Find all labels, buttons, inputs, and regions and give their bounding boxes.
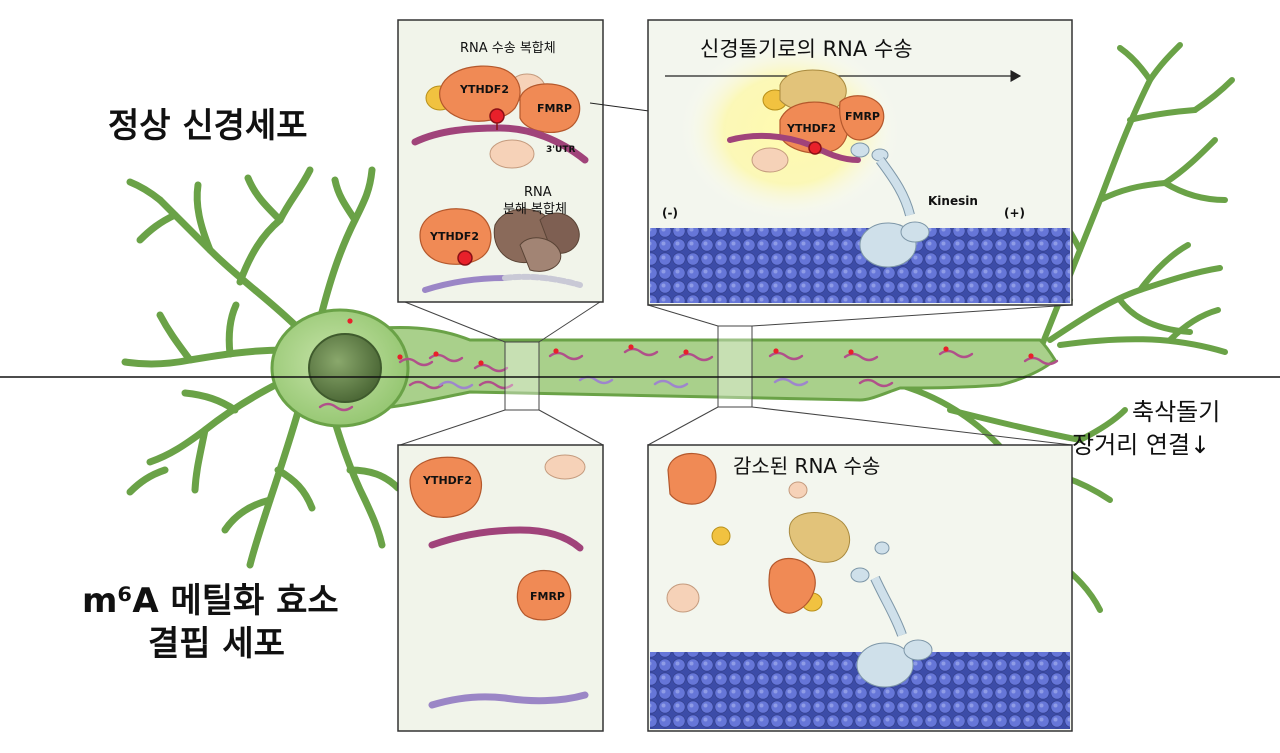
ythdf2-label-decay: YTHDF2 bbox=[429, 230, 479, 243]
axon-label-line1: 축삭돌기 bbox=[1132, 398, 1220, 426]
panel-top-right bbox=[647, 19, 1073, 306]
fmrp-label-top: FMRP bbox=[537, 102, 572, 115]
minus-end-label: (-) bbox=[662, 206, 678, 220]
zoom-connectors bbox=[399, 299, 1073, 446]
zoom-box-right bbox=[717, 325, 753, 408]
knockout-label-line2: 결핍 세포 bbox=[148, 624, 285, 664]
panel-top-left bbox=[397, 19, 604, 303]
bottom-right-title: 감소된 RNA 수송 bbox=[733, 454, 880, 478]
decay-complex-label-2: 분해 복합체 bbox=[503, 202, 567, 217]
kinesin-label: Kinesin bbox=[928, 194, 978, 208]
ythdf2-label-top: YTHDF2 bbox=[459, 83, 509, 96]
transport-complex-label: RNA 수송 복합체 bbox=[460, 41, 556, 56]
axon-shaft bbox=[328, 326, 1057, 412]
panel-bottom-left bbox=[397, 444, 604, 732]
kinesin-motor bbox=[850, 142, 930, 268]
kinesin-motor-bottom bbox=[850, 541, 933, 688]
fmrp-label-bottom: FMRP bbox=[530, 590, 565, 603]
knockout-label-line1: m⁶A 메틸화 효소 bbox=[82, 581, 339, 621]
zoom-box-left bbox=[504, 341, 540, 411]
ythdf2-label-bottom: YTHDF2 bbox=[422, 474, 472, 487]
plus-end-label: (+) bbox=[1004, 206, 1025, 220]
panel-bottom-right bbox=[647, 444, 1073, 732]
ythdf2-label-transport: YTHDF2 bbox=[786, 122, 836, 135]
dendrites bbox=[121, 166, 402, 569]
nucleus bbox=[308, 333, 382, 403]
axon-rna-strands bbox=[318, 347, 1059, 412]
neuron bbox=[121, 42, 1235, 613]
fmrp-label-transport: FMRP bbox=[845, 110, 880, 123]
decay-complex-label-1: RNA bbox=[524, 185, 552, 200]
m6a-marks bbox=[347, 318, 1034, 366]
top-right-title: 신경돌기로의 RNA 수송 bbox=[700, 37, 913, 61]
normal-neuron-label: 정상 신경세포 bbox=[108, 106, 308, 146]
utr-label: 3'UTR bbox=[546, 145, 575, 155]
axon-label-line2: 장거리 연결↓ bbox=[1072, 431, 1210, 459]
